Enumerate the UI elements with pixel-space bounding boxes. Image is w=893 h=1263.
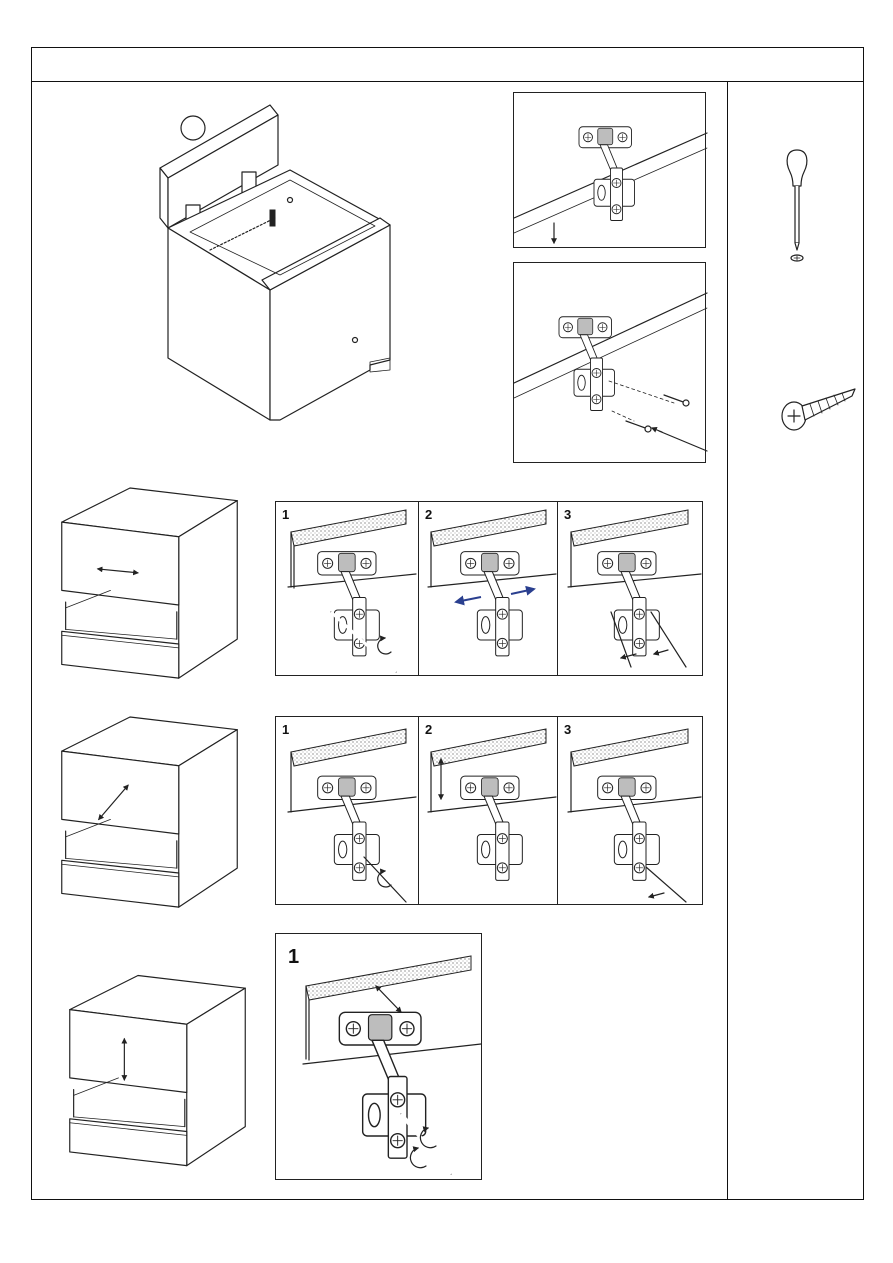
hinge-detail-panel-a [513, 92, 706, 248]
row3-step-panel: 1 [275, 933, 482, 1180]
screw-icon [780, 384, 860, 434]
cabinet-open-lid-illustration [150, 100, 410, 430]
cabinet-drawer-depth-adjust [52, 712, 247, 917]
hinge-detail-panel-b [513, 262, 706, 463]
tools-column-divider [727, 81, 728, 1200]
header-bar [31, 47, 864, 82]
step-circle [181, 116, 205, 140]
row1-steps-panel: 1 2 3 [275, 501, 703, 676]
cabinet-drawer-height-adjust [60, 968, 255, 1178]
screw-icon [626, 421, 651, 432]
row2-steps-panel: 1 2 3 [275, 716, 703, 905]
screwdriver-icon [782, 148, 812, 263]
cabinet-drawer-lateral-adjust [52, 483, 247, 688]
